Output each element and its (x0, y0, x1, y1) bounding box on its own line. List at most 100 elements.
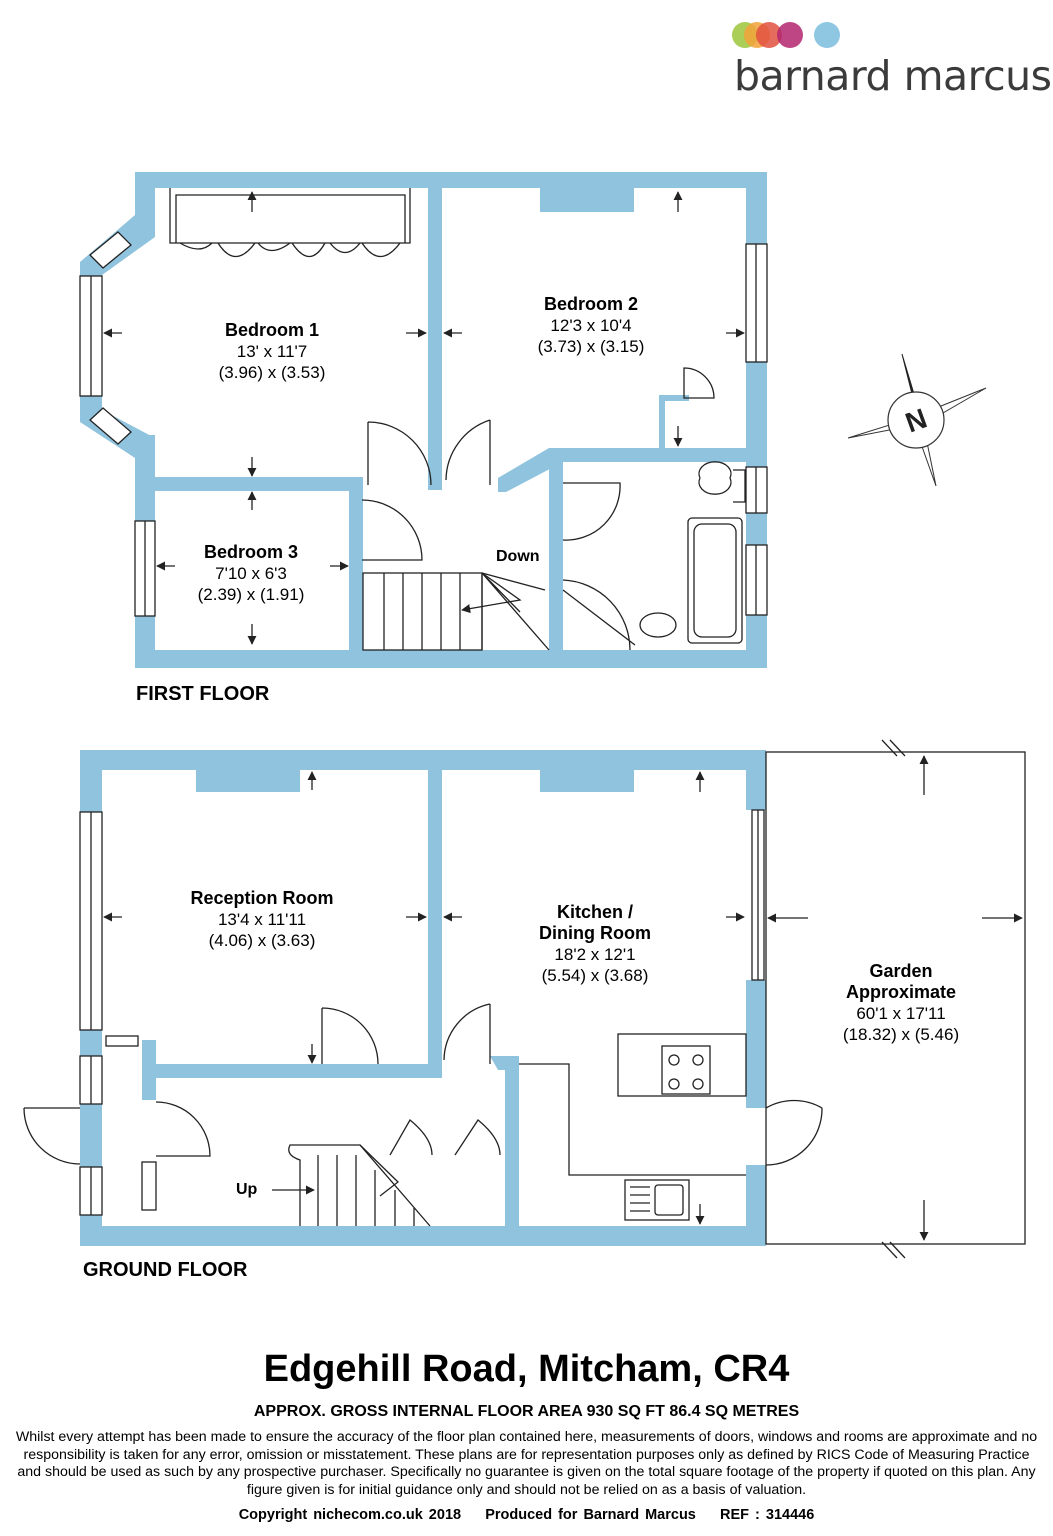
door-swing (367, 421, 432, 486)
room-name: Reception Room (190, 888, 334, 908)
room-name-line2: Approximate (845, 982, 957, 1002)
first-floor-plan (80, 172, 767, 668)
wall (498, 448, 563, 492)
door-swing (765, 1099, 823, 1166)
kitchen-unit (617, 1033, 747, 1097)
room-dimensions-imperial: 13'4 x 11'11 (217, 910, 307, 929)
compass-rose: N (847, 353, 987, 487)
wardrobe (169, 188, 411, 244)
room-name: Bedroom 1 (224, 320, 320, 340)
logo-dots (732, 22, 840, 48)
window (89, 407, 132, 445)
toilet (698, 461, 746, 503)
chimney-breast (540, 770, 634, 792)
basin (639, 612, 677, 638)
dimension-arrows (103, 191, 1023, 1241)
window (89, 231, 132, 269)
wall (428, 172, 442, 490)
room-dimensions-metric: (3.73) x (3.15) (537, 337, 645, 356)
wall (490, 1056, 519, 1070)
room-reception: Reception Room 13'4 x 11'11 (4.06) x (3.… (190, 888, 333, 951)
door-swing (443, 1003, 491, 1064)
wall (135, 650, 767, 668)
room-dimensions-metric: (18.32) x (5.46) (842, 1025, 960, 1044)
shower (562, 579, 636, 651)
room-dimensions-imperial: 18'2 x 12'1 (554, 945, 636, 964)
room-dimensions-metric: (2.39) x (1.91) (197, 585, 305, 604)
wall (549, 448, 563, 668)
door-swing (389, 1119, 433, 1156)
wall (428, 750, 442, 1076)
wall (135, 172, 767, 188)
window (141, 1161, 157, 1211)
stairs-up-label: Up (236, 1181, 258, 1198)
room-dimensions-imperial: 7'10 x 6'3 (215, 564, 287, 583)
reference-number: REF : 314446 (720, 1507, 815, 1523)
window (105, 1035, 139, 1047)
room-dimensions-metric: (4.06) x (3.63) (208, 931, 316, 950)
logo-dot (756, 22, 782, 48)
door-swing (361, 499, 423, 561)
wall (746, 980, 766, 1108)
room-bedroom-2: Bedroom 2 12'3 x 10'4 (3.73) x (3.15) (538, 294, 645, 357)
ground-floor-label: GROUND FLOOR (83, 1259, 248, 1281)
brand-name: barnard marcus (734, 52, 1052, 100)
room-kitchen-dining: Kitchen / Dining Room 18'2 x 12'1 (5.54)… (539, 902, 651, 986)
wall (349, 485, 363, 668)
chimney-breast (196, 770, 300, 792)
wall (746, 750, 766, 810)
room-name-line1: Kitchen / (556, 902, 634, 922)
ground-floor-plan (80, 750, 766, 1246)
room-dimensions-imperial: 12'3 x 10'4 (550, 316, 632, 335)
stairs-down-label: Down (496, 548, 540, 565)
wall (659, 395, 665, 453)
room-dimensions-metric: (5.54) x (3.68) (541, 966, 649, 985)
wall (659, 395, 689, 401)
front-door (23, 1107, 81, 1165)
floor-area: APPROX. GROSS INTERNAL FLOOR AREA 930 SQ… (253, 1403, 800, 1420)
room-dimensions-imperial: 60'1 x 17'11 (856, 1004, 946, 1023)
disclaimer: Whilst every attempt has been made to en… (15, 1429, 1038, 1498)
door-swing (155, 1101, 211, 1157)
wall (80, 750, 766, 770)
garden-area: Garden Approximate 60'1 x 17'11 (18.32) … (843, 961, 959, 1045)
room-dimensions-imperial: 13' x 11'7 (236, 342, 308, 361)
copyright: Copyright nichecom.co.uk 2018 (238, 1507, 462, 1523)
wall (135, 477, 363, 491)
wall (142, 1064, 442, 1078)
brand-logo: barnard marcus (730, 18, 1052, 100)
produced-for: Produced for Barnard Marcus (485, 1507, 696, 1523)
room-dimensions-metric: (3.96) x (3.53) (218, 363, 326, 382)
room-name: Bedroom 2 (543, 294, 639, 314)
room-bedroom-1: Bedroom 1 13' x 11'7 (3.96) x (3.53) (219, 320, 326, 383)
first-floor-label: FIRST FLOOR (136, 683, 270, 705)
chimney-breast (540, 188, 634, 212)
wall (505, 1056, 519, 1246)
room-name-line1: Garden (869, 961, 933, 981)
room-name: Bedroom 3 (203, 542, 299, 562)
logo-dot (777, 22, 803, 48)
sink (624, 1179, 690, 1221)
floor-plan: N (23, 172, 1026, 1259)
first-floor-lines (79, 188, 768, 651)
room-bedroom-3: Bedroom 3 7'10 x 6'3 (2.39) x (1.91) (198, 542, 305, 605)
wall (549, 448, 757, 462)
wall (142, 1040, 156, 1100)
property-address: Edgehill Road, Mitcham, CR4 (263, 1348, 790, 1390)
wall (80, 1226, 766, 1246)
hob (661, 1045, 711, 1095)
door-swing (683, 367, 715, 399)
door-swing (445, 419, 491, 485)
stair-arrow (461, 572, 522, 614)
room-name-line2: Dining Room (539, 923, 651, 943)
staircase (288, 1144, 431, 1227)
wall (746, 1165, 766, 1246)
door-swing (562, 482, 621, 541)
kitchen-worktop (519, 1063, 746, 1176)
logo-dot (814, 22, 840, 48)
footer-credits: Copyright nichecom.co.uk 2018 Produced f… (0, 1507, 1053, 1523)
door-swing (454, 1119, 501, 1156)
ground-floor-lines (23, 739, 1026, 1259)
door-swing (321, 1007, 379, 1065)
bath (687, 517, 743, 644)
